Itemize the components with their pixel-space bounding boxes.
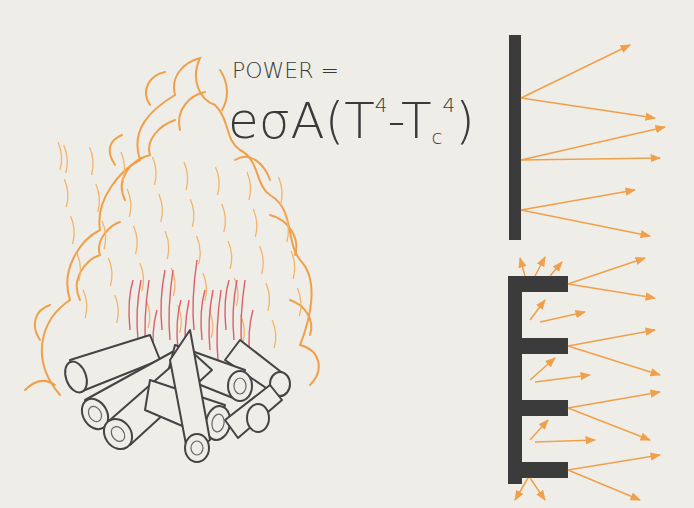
finned-rays [515,257,660,500]
formula-part: 4 [375,93,388,117]
formula-part: ) [455,92,475,150]
finned-plate [508,276,568,484]
formula: eσA(T4-Tc4) [228,92,475,150]
formula-part: -T [387,92,431,150]
flat-plate [509,35,521,240]
logs [61,330,290,462]
flame-hatching [58,142,301,348]
formula-part: 4 [442,93,455,117]
plate-rays [521,45,665,236]
log-rings [86,378,246,455]
formula-part: c [431,125,442,149]
power-label: POWER = [232,58,339,83]
formula-part: eσA(T [228,92,375,150]
